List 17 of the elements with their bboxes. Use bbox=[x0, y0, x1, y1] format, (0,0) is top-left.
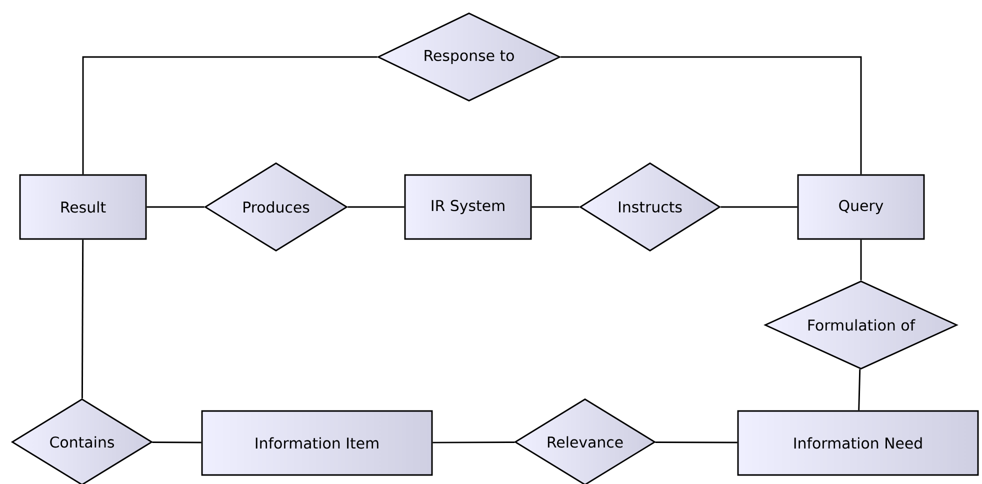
connector-line bbox=[720, 206, 798, 208]
entity-box: Result bbox=[19, 174, 147, 240]
entity-box: Information Item bbox=[201, 410, 433, 476]
entity-box: Information Need bbox=[737, 410, 979, 476]
connector-line bbox=[532, 206, 580, 208]
connector-line bbox=[152, 442, 202, 444]
connector-line bbox=[81, 240, 84, 398]
connector-line bbox=[560, 56, 862, 174]
connector-line bbox=[82, 56, 378, 174]
connector-line bbox=[348, 206, 404, 208]
entity-box: IR System bbox=[404, 174, 532, 240]
connector-line bbox=[146, 206, 204, 208]
connector-line bbox=[860, 240, 862, 280]
connector-line bbox=[858, 369, 861, 410]
connector-line bbox=[655, 442, 738, 444]
entity-box: Query bbox=[797, 174, 925, 240]
connector-line bbox=[432, 442, 515, 444]
